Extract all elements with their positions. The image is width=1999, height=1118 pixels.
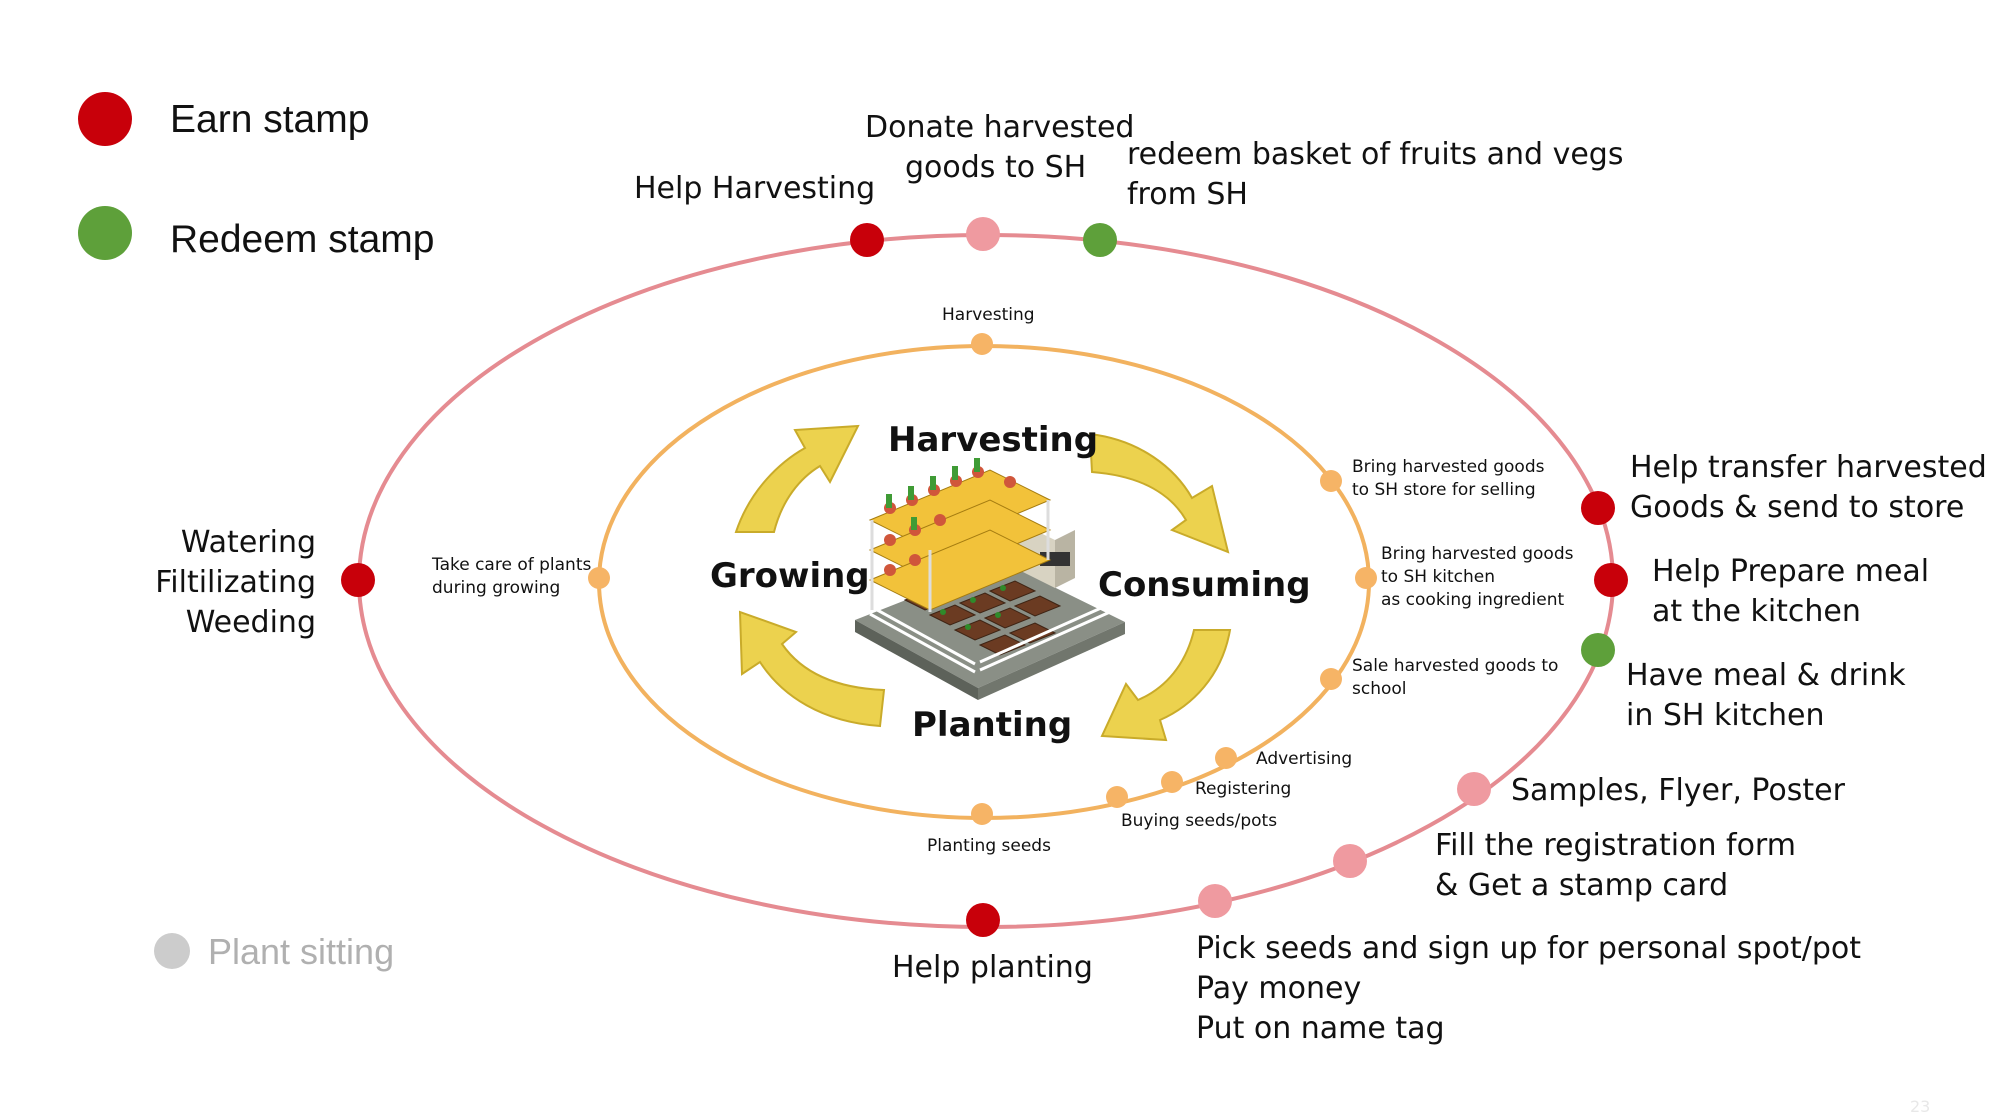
cycle-arrows xyxy=(734,424,1232,742)
arrow-harvesting-to-consuming xyxy=(1088,432,1230,554)
inner-ring-nodes xyxy=(588,333,1377,825)
stage-growing: Growing xyxy=(710,556,870,596)
inner-label-take-care-2: during growing xyxy=(432,578,560,598)
outer-node-redeem-basket xyxy=(1083,223,1117,257)
inner-label-sale-school-2: school xyxy=(1352,679,1407,699)
outer-label-donate-1: Donate harvested xyxy=(865,110,1134,145)
stage-planting: Planting xyxy=(912,705,1072,745)
outer-label-prepare-2: at the kitchen xyxy=(1652,594,1861,629)
inner-node-take-care xyxy=(588,567,610,589)
outer-label-fill-form-1: Fill the registration form xyxy=(1435,828,1796,863)
outer-label-donate-2: goods to SH xyxy=(905,150,1086,185)
outer-label-watering-1: Watering xyxy=(181,525,316,560)
outer-label-pick-3: Put on name tag xyxy=(1196,1011,1445,1046)
outer-node-fill-form xyxy=(1333,844,1367,878)
legend-plant-sitting-label: Plant sitting xyxy=(208,931,394,972)
outer-label-transfer-2: Goods & send to store xyxy=(1630,490,1964,525)
inner-node-buying xyxy=(1106,786,1128,808)
outer-node-help-harvesting xyxy=(850,223,884,257)
inner-node-registering xyxy=(1161,771,1183,793)
inner-label-bring-store-1: Bring harvested goods xyxy=(1352,457,1545,477)
outer-label-fill-form-2: & Get a stamp card xyxy=(1435,868,1728,903)
inner-node-planting-seeds xyxy=(971,803,993,825)
legend: Earn stamp Redeem stamp Plant sitting xyxy=(78,92,434,972)
stage-harvesting: Harvesting xyxy=(888,420,1098,460)
inner-label-planting-seeds: Planting seeds xyxy=(927,836,1051,856)
legend-earn-label: Earn stamp xyxy=(170,98,369,141)
outer-label-redeem-basket-1: redeem basket of fruits and vegs xyxy=(1127,137,1623,172)
inner-label-registering: Registering xyxy=(1195,779,1291,799)
outer-label-prepare-1: Help Prepare meal xyxy=(1652,554,1929,589)
inner-label-bring-kitchen-3: as cooking ingredient xyxy=(1381,590,1564,610)
outer-label-watering-3: Weeding xyxy=(186,605,316,640)
inner-ring-labels: Harvesting Bring harvested goods to SH s… xyxy=(431,305,1574,856)
outer-node-help-prepare xyxy=(1594,563,1628,597)
inner-node-advertising xyxy=(1215,747,1237,769)
outer-label-meal-2: in SH kitchen xyxy=(1626,698,1824,733)
inner-label-advertising: Advertising xyxy=(1256,749,1352,769)
outer-node-pick-seeds xyxy=(1198,884,1232,918)
outer-label-watering-2: Filtilizating xyxy=(155,565,316,600)
inner-node-sale-school xyxy=(1320,668,1342,690)
outer-label-help-harvesting: Help Harvesting xyxy=(634,171,875,206)
outer-label-meal-1: Have meal & drink xyxy=(1626,658,1906,693)
outer-node-have-meal xyxy=(1581,633,1615,667)
outer-node-donate xyxy=(966,217,1000,251)
arrow-consuming-to-planting xyxy=(1100,629,1232,742)
outer-node-help-planting xyxy=(966,903,1000,937)
outer-label-pick-2: Pay money xyxy=(1196,971,1361,1006)
inner-label-bring-kitchen-1: Bring harvested goods xyxy=(1381,544,1574,564)
legend-plant-sitting-dot xyxy=(154,933,190,969)
inner-label-buying: Buying seeds/pots xyxy=(1121,811,1277,831)
inner-node-bring-kitchen xyxy=(1355,567,1377,589)
inner-label-take-care-1: Take care of plants xyxy=(431,555,591,575)
legend-earn-dot xyxy=(78,92,132,146)
inner-label-bring-store-2: to SH store for selling xyxy=(1352,480,1536,500)
inner-label-bring-kitchen-2: to SH kitchen xyxy=(1381,567,1495,587)
arrow-growing-to-harvesting xyxy=(734,424,860,533)
inner-label-sale-school-1: Sale harvested goods to xyxy=(1352,656,1558,676)
inner-label-harvesting: Harvesting xyxy=(942,305,1035,325)
outer-label-pick-1: Pick seeds and sign up for personal spot… xyxy=(1196,931,1861,966)
outer-node-samples xyxy=(1457,772,1491,806)
outer-label-transfer-1: Help transfer harvested xyxy=(1630,450,1987,485)
outer-node-help-transfer xyxy=(1581,491,1615,525)
outer-ring-nodes xyxy=(341,217,1628,937)
page-number: 23 xyxy=(1910,1097,1930,1116)
arrow-planting-to-growing xyxy=(738,610,886,728)
outer-label-help-planting: Help planting xyxy=(892,950,1093,985)
legend-redeem-label: Redeem stamp xyxy=(170,218,434,261)
legend-redeem-dot xyxy=(78,206,132,260)
outer-label-samples: Samples, Flyer, Poster xyxy=(1511,773,1846,808)
outer-ring-labels: Help Harvesting Donate harvested goods t… xyxy=(155,110,1987,1046)
stage-consuming: Consuming xyxy=(1098,565,1311,605)
outer-label-redeem-basket-2: from SH xyxy=(1127,177,1248,212)
inner-node-harvesting xyxy=(971,333,993,355)
outer-node-watering xyxy=(341,563,375,597)
garden-illustration xyxy=(855,458,1125,700)
inner-node-bring-store xyxy=(1320,470,1342,492)
